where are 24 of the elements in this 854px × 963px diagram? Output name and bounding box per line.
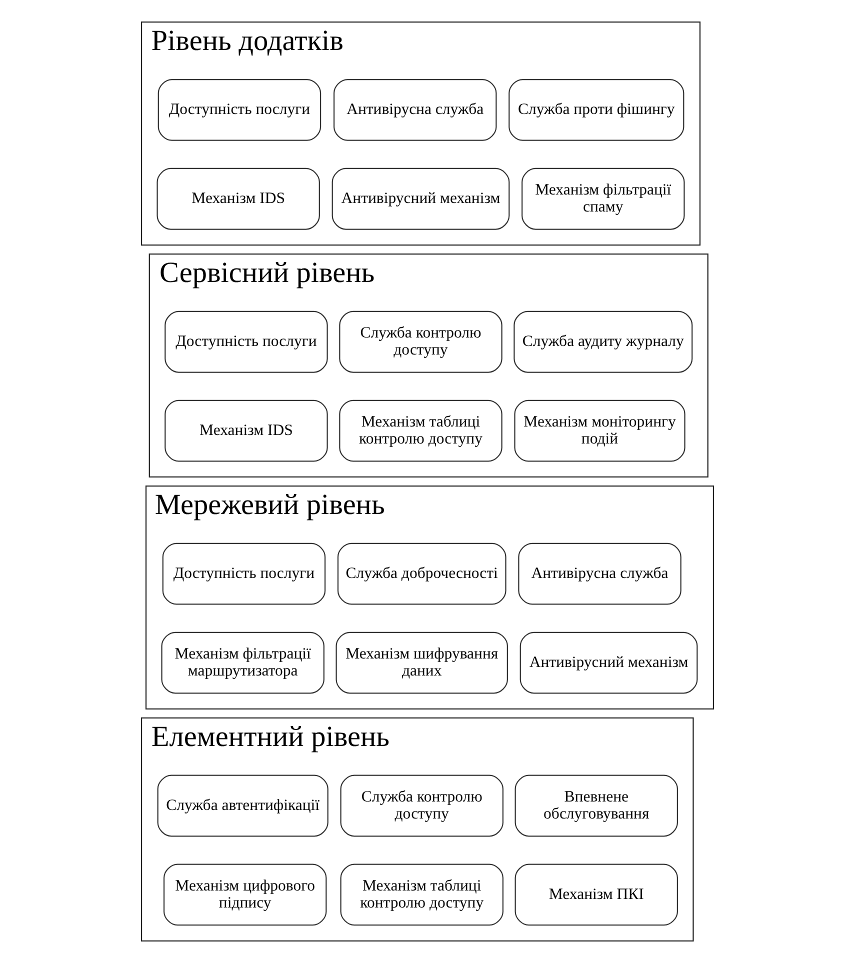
node-box: Служба контролю доступу	[340, 774, 503, 837]
node-box: Антивірусний механізм	[519, 632, 698, 694]
node-box: Механізм ПКІ	[514, 864, 678, 926]
node-box: Доступність послуги	[164, 310, 328, 373]
node-box: Антивірусна служба	[518, 542, 681, 605]
node-box: Служба доброчесності	[336, 542, 506, 605]
node-box: Механізм фільтрації маршрутизатора	[160, 632, 324, 694]
node-box: Механізм IDS	[164, 400, 328, 462]
node-box: Служба проти фішингу	[508, 78, 684, 141]
node-box: Механізм фільтрації спаму	[521, 168, 684, 230]
node-box: Механізм цифрового підпису	[162, 864, 326, 926]
node-box: Механізм моніторингу подій	[514, 400, 685, 462]
node-box: Служба контролю доступу	[338, 310, 502, 373]
node-box: Доступність послуги	[157, 78, 321, 141]
node-box: Антивірусна служба	[332, 78, 496, 141]
node-box: Механізм IDS	[156, 168, 320, 230]
node-box: Доступність послуги	[162, 542, 326, 605]
node-box: Механізм шифрування даних	[335, 632, 508, 694]
node-box: Механізм таблиці контролю доступу	[340, 864, 503, 926]
node-box: Служба аудиту журналу	[513, 310, 692, 373]
node-box: Механізм таблиці контролю доступу	[338, 400, 502, 462]
node-box: Антивірусний механізм	[331, 168, 510, 230]
node-box: Впевнене обслуговування	[514, 774, 678, 837]
node-box: Служба автентифікації	[156, 774, 328, 837]
